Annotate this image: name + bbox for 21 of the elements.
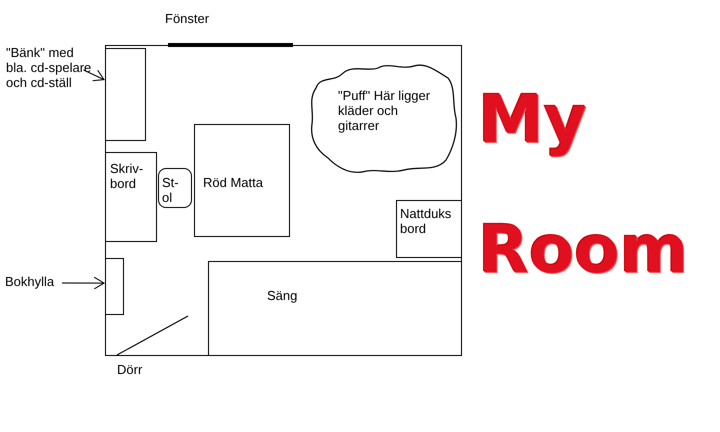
window-label: Fönster (165, 11, 210, 26)
leader-arrow (62, 276, 104, 290)
furniture-label: Röd Matta (203, 175, 264, 190)
door-label: Dörr (117, 362, 142, 377)
furniture-box (105, 258, 124, 315)
room-label: "Bänk" med bla. cd-spelare och cd-ställ (6, 45, 92, 90)
furniture-label: Säng (267, 288, 298, 303)
room-label: Bokhylla (5, 274, 65, 289)
furniture-label: Skriv- bord (110, 161, 144, 191)
furniture-label: "Puff" Här ligger kläder och gitarrer (338, 88, 432, 133)
room-outline (105, 45, 462, 356)
room-title: My Room (478, 80, 690, 290)
furniture-box (105, 152, 157, 242)
furniture-box (208, 261, 462, 356)
leader-arrow (82, 69, 104, 82)
furniture-label: St- ol (162, 175, 180, 205)
furniture-label: Nattduks bord (400, 206, 452, 236)
furniture-box (158, 168, 192, 208)
furniture-box (396, 200, 462, 258)
furniture-box (105, 48, 146, 141)
furniture-box (194, 124, 290, 237)
